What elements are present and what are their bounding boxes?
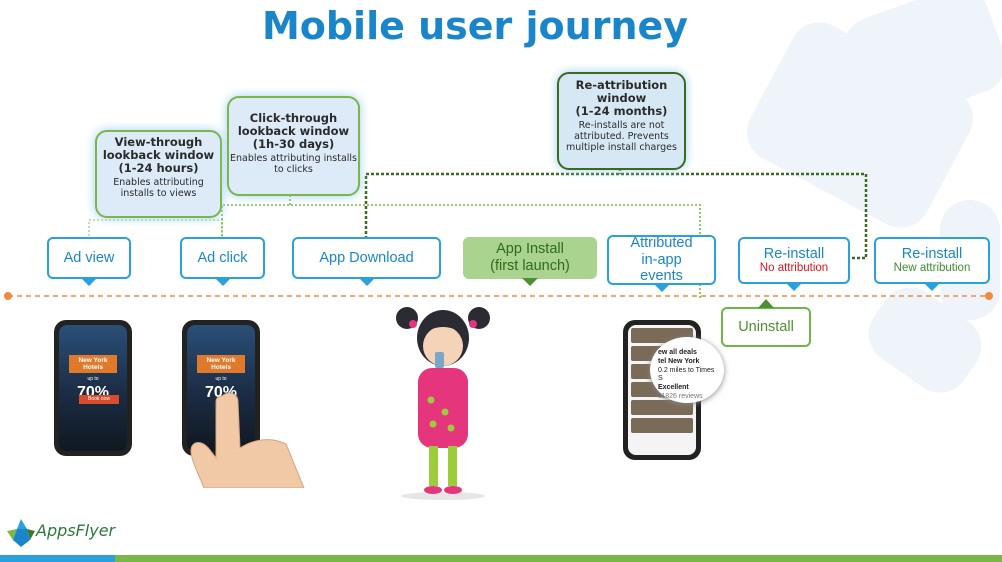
timeline-end-dot bbox=[985, 292, 993, 300]
ad-headline: New York Hotels bbox=[69, 355, 117, 374]
brand-name: AppsFlyer bbox=[36, 521, 116, 540]
page-title: Mobile user journey bbox=[261, 4, 689, 48]
stage-label: App Download bbox=[319, 249, 414, 266]
bubble-line: tel New York bbox=[658, 357, 700, 365]
stage-app-download: App Download bbox=[292, 237, 441, 286]
stage-uninstall: Uninstall bbox=[721, 299, 811, 347]
app-list-row bbox=[631, 418, 693, 433]
ad-upto: up to bbox=[215, 376, 227, 383]
view-through-window-box: View-through lookback window (1-24 hours… bbox=[95, 130, 222, 218]
bubble-line: ew all deals bbox=[658, 349, 697, 356]
click-through-heading: Click-through lookback window bbox=[237, 111, 350, 139]
stage-reinstall-new-attribution: Re-install New attribution bbox=[874, 237, 990, 291]
stage-reinstall-no-attribution: Re-install No attribution bbox=[738, 237, 850, 291]
phone-ad-click: New York Hotels up to 70% bbox=[182, 320, 260, 456]
stage-label: in-app bbox=[641, 251, 682, 268]
re-attribution-note: Re-installs are not attributed. Prevents… bbox=[566, 119, 677, 153]
ad-headline: New York Hotels bbox=[197, 355, 245, 374]
girl-illustration bbox=[396, 307, 490, 500]
re-attribution-window-box: Re-attribution window (1-24 months) Re-i… bbox=[557, 72, 686, 170]
stage-label: App Install bbox=[496, 241, 564, 258]
re-attribution-bracket bbox=[364, 172, 868, 260]
stage-sublabel: No attribution bbox=[759, 262, 829, 275]
stage-label: events bbox=[640, 268, 683, 285]
phone-ad-view: New York Hotels up to 70% Book now bbox=[54, 320, 132, 456]
re-attribution-heading: Re-attribution window bbox=[575, 78, 668, 106]
view-through-heading: View-through lookback window bbox=[102, 135, 215, 163]
stage-ad-view: Ad view bbox=[47, 237, 131, 286]
bubble-reviews: 11826 reviews bbox=[658, 392, 703, 400]
app-zoom-bubble: ew all deals tel New York 0.2 miles to T… bbox=[650, 337, 724, 403]
stage-ad-click: Ad click bbox=[180, 237, 265, 286]
hand-illustration bbox=[190, 392, 305, 488]
bubble-rating: Excellent bbox=[658, 384, 689, 391]
stage-attributed-events: Attributed in-app events bbox=[607, 235, 716, 292]
bubble-line: 0.2 miles to Times S bbox=[658, 366, 715, 383]
click-through-range: (1h-30 days) bbox=[252, 137, 335, 152]
view-through-range: (1-24 hours) bbox=[118, 161, 199, 176]
timeline-start-dot bbox=[4, 292, 12, 300]
stage-label: Attributed bbox=[630, 235, 693, 251]
view-through-note: Enables attributing installs to views bbox=[113, 176, 204, 199]
stage-label: Re-install bbox=[901, 245, 963, 262]
stage-app-install: App Install (first launch) bbox=[463, 237, 597, 286]
stage-label: Uninstall bbox=[738, 319, 794, 335]
appsflyer-logo-icon bbox=[7, 519, 35, 547]
phone-screen: New York Hotels up to 70% bbox=[187, 325, 255, 451]
ad-cta: Book now bbox=[79, 395, 119, 404]
stage-label: Ad click bbox=[197, 249, 248, 266]
stage-sublabel: (first launch) bbox=[490, 258, 570, 274]
ad-upto: up to bbox=[87, 376, 99, 383]
stage-label: Re-install bbox=[763, 245, 825, 262]
footer-bar-accent bbox=[0, 555, 115, 562]
phone-screen: New York Hotels up to 70% Book now bbox=[59, 325, 127, 451]
stage-sublabel: New attribution bbox=[893, 262, 971, 275]
app-list-row bbox=[631, 400, 693, 415]
stage-label: Ad view bbox=[63, 249, 115, 266]
click-through-note: Enables attributing installs to clicks bbox=[229, 152, 358, 175]
click-through-window-box: Click-through lookback window (1h-30 day… bbox=[227, 96, 360, 196]
re-attribution-range: (1-24 months) bbox=[575, 104, 668, 119]
footer-bar bbox=[0, 555, 1002, 562]
